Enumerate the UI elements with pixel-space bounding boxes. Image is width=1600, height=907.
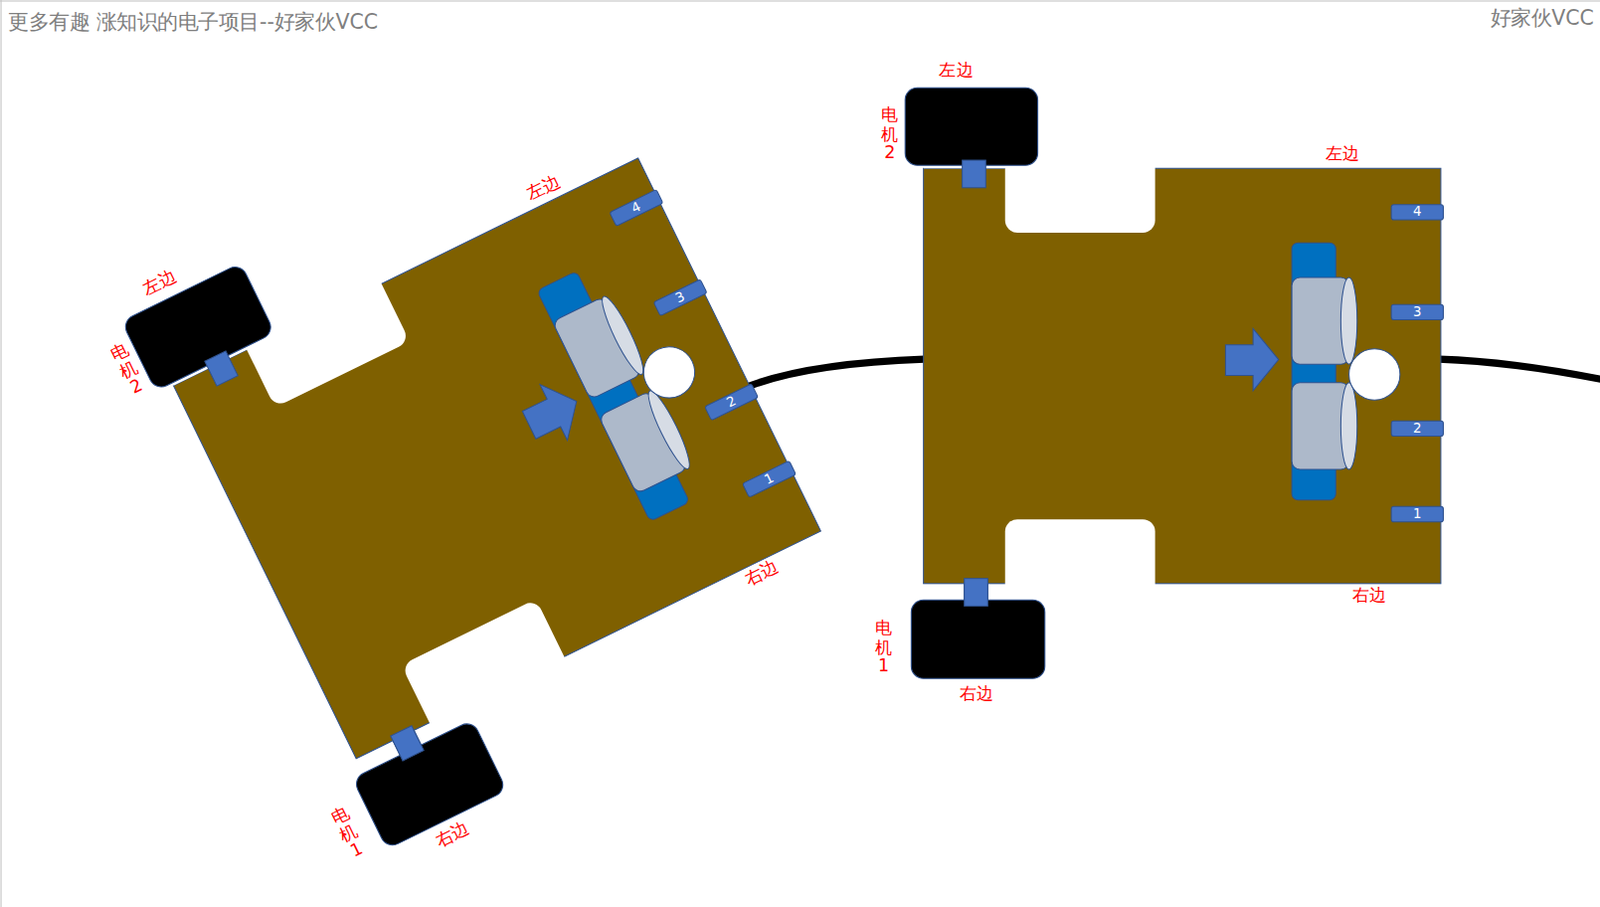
side-label: 右边 — [741, 555, 782, 589]
sensor-tab: 1 — [741, 460, 797, 499]
sensor-tab: 3 — [653, 278, 709, 317]
sensor-number: 1 — [1413, 507, 1422, 522]
sensor-number: 4 — [629, 199, 644, 217]
sensor-tab: 3 — [1391, 304, 1444, 321]
watermark: 更多有趣 涨知识的电子项目--好家伙VCC — [7, 7, 378, 36]
side-label: 左边 — [139, 266, 179, 300]
motor-label: 电机2 — [107, 340, 149, 399]
sensor-tab: 2 — [704, 382, 759, 421]
motor-label: 电机1 — [875, 618, 892, 677]
side-label: 右边 — [959, 684, 995, 704]
sensor-number: 4 — [1413, 204, 1422, 219]
sensor-number: 3 — [673, 289, 688, 307]
sensor-tab: 4 — [608, 188, 664, 227]
side-label: 左边 — [938, 59, 974, 79]
sensor-number: 2 — [1413, 421, 1422, 436]
sensor-number: 1 — [762, 470, 777, 488]
sensor-number: 3 — [1413, 305, 1422, 320]
sensor-tab: 2 — [1391, 420, 1444, 437]
motor-label: 电机2 — [881, 105, 898, 164]
sensor-tab: 1 — [1391, 506, 1444, 523]
watermark: 好家伙VCC — [1490, 3, 1595, 32]
motor-label: 电机1 — [328, 803, 369, 863]
side-label: 右边 — [1352, 584, 1388, 604]
left-car-layer: 4321左边左边电机2右边电机1右边 — [0, 0, 1106, 907]
side-label: 左边 — [1325, 143, 1361, 163]
sensor-number: 2 — [724, 393, 739, 411]
sensor-tab: 4 — [1391, 203, 1444, 220]
side-label: 左边 — [524, 171, 564, 204]
side-label: 右边 — [432, 817, 473, 851]
